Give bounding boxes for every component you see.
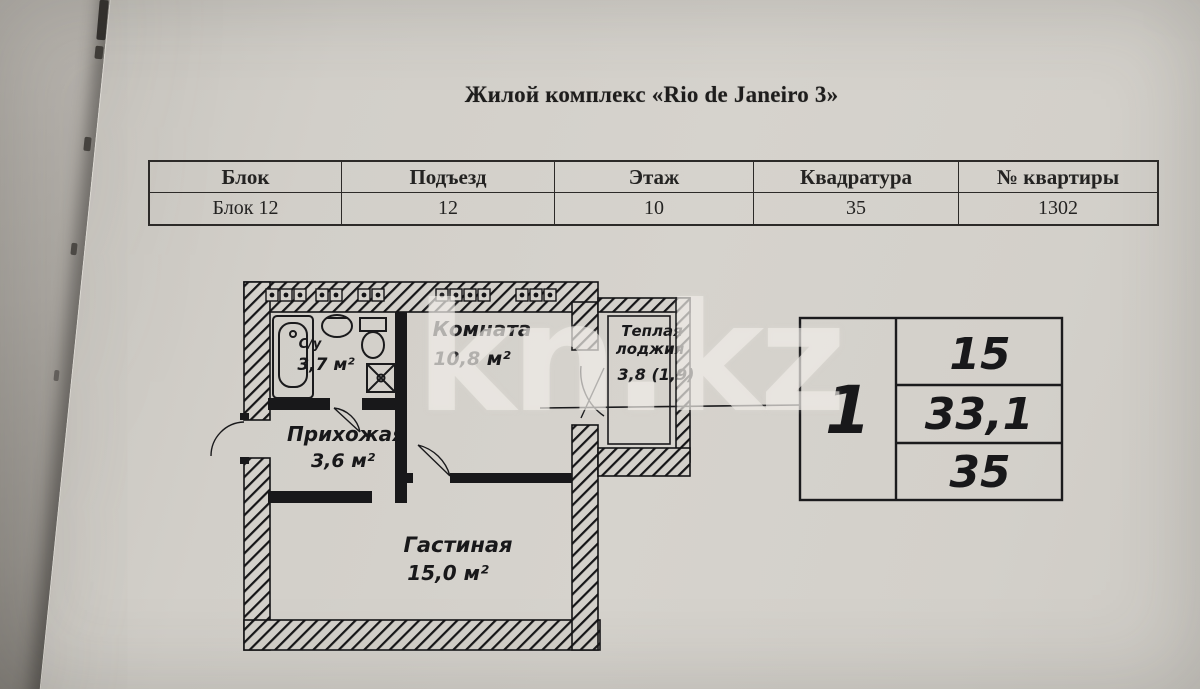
loggia-name-line1: Теплая — [621, 322, 683, 340]
hallway-name: Прихожая — [287, 422, 405, 446]
bathroom-name: С/у — [299, 337, 322, 352]
loggia-name-line2: лоджия — [616, 340, 685, 358]
value-floor: 10 — [555, 193, 754, 224]
header-apt-number: № квартиры — [959, 162, 1157, 193]
living-room-name: Гастиная — [403, 533, 512, 557]
floor-plan-drawing: С/у 3,7 м² Комната 10,8 м² Прихожая 3,6 … — [210, 281, 1064, 651]
header-area: Квадратура — [754, 162, 959, 193]
vent-shaft-icon — [366, 363, 396, 393]
interior-walls — [240, 312, 572, 503]
paper-edge-mark — [70, 242, 78, 256]
value-area: 35 — [754, 193, 959, 224]
stamp-rooms-count: 1 — [825, 372, 871, 449]
bedroom-name: Комната — [433, 317, 532, 341]
area-stamp — [798, 316, 1064, 502]
bathtub-icon — [272, 315, 314, 399]
value-entrance: 12 — [342, 193, 555, 224]
sink-icon — [321, 314, 353, 338]
stamp-area-main: 33,1 — [925, 389, 1034, 440]
header-block: Блок — [150, 162, 342, 193]
toilet-icon — [359, 317, 387, 359]
bedroom-area: 10,8 м² — [433, 348, 511, 370]
paper-edge-mark — [83, 136, 92, 152]
leader-line — [539, 404, 801, 409]
header-entrance: Подъезд — [342, 162, 555, 193]
apartment-info-table: Блок Подъезд Этаж Квадратура № квартиры … — [148, 160, 1159, 226]
value-apt-number: 1302 — [1038, 197, 1078, 219]
stamp-living-area: 15 — [949, 329, 1010, 380]
door-arcs — [210, 365, 605, 477]
paper-edge-mark — [94, 45, 104, 60]
exterior-walls — [243, 281, 691, 651]
stamp-area-total: 35 — [949, 447, 1010, 498]
hallway-area: 3,6 м² — [311, 450, 376, 472]
header-floor: Этаж — [555, 162, 754, 193]
loggia-window-frame — [607, 315, 671, 445]
complex-title: Жилой комплекс «Rio de Janeiro 3» — [464, 82, 839, 107]
bathroom-area: 3,7 м² — [297, 355, 355, 375]
value-block: Блок 12 — [150, 193, 342, 224]
paper-edge-mark — [53, 369, 60, 382]
living-room-area: 15,0 м² — [407, 561, 489, 585]
loggia-area: 3,8 (1,9) — [618, 365, 695, 384]
window-vent-symbols — [265, 288, 557, 302]
